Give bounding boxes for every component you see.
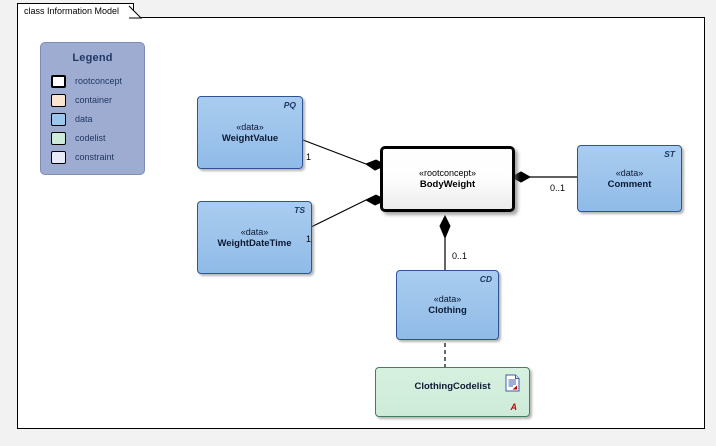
legend-label-container: container xyxy=(75,95,113,105)
legend-item-container: container xyxy=(51,91,144,109)
legend-item-codelist: codelist xyxy=(51,129,144,147)
stereotype-bodyweight: «rootconcept» xyxy=(418,168,477,178)
document-note-icon xyxy=(505,374,520,392)
multiplicity-weightvalue: 1 xyxy=(306,152,312,162)
type-tag-weightdatetime: TS xyxy=(294,205,305,215)
multiplicity-weightdatetime: 1 xyxy=(306,234,312,244)
stereotype-comment: «data» xyxy=(615,167,644,178)
legend-label-rootconcept: rootconcept xyxy=(75,76,123,86)
legend-swatch-container-icon xyxy=(51,93,66,107)
legend-item-constraint: constraint xyxy=(51,148,144,166)
class-name-clothingcodelist: ClothingCodelist xyxy=(414,381,491,393)
legend-item-rootconcept: rootconcept xyxy=(51,72,144,90)
type-tag-weightvalue: PQ xyxy=(283,100,296,110)
class-name-weightvalue: WeightValue xyxy=(221,132,279,144)
class-name-comment: Comment xyxy=(607,178,652,190)
legend-item-list: rootconcept container data codelist cons… xyxy=(41,72,144,166)
class-node-weightvalue[interactable]: PQ «data» WeightValue xyxy=(197,96,303,169)
legend-panel: Legend rootconcept container data codeli… xyxy=(40,42,145,175)
stereotype-weightdatetime: «data» xyxy=(240,226,269,237)
class-node-weightdatetime[interactable]: TS «data» WeightDateTime xyxy=(197,201,312,274)
stereotype-clothing: «data» xyxy=(433,294,462,304)
class-node-bodyweight[interactable]: «rootconcept» BodyWeight xyxy=(380,146,515,212)
legend-swatch-data-icon xyxy=(51,112,66,126)
class-node-comment[interactable]: ST «data» Comment xyxy=(577,145,682,212)
class-name-bodyweight: BodyWeight xyxy=(419,179,476,190)
diagram-title-tab: class Information Model xyxy=(17,3,135,18)
class-node-clothingcodelist[interactable]: ClothingCodelist A xyxy=(375,367,530,417)
diagram-title-label: class Information Model xyxy=(24,6,120,16)
legend-label-data: data xyxy=(75,114,93,124)
legend-swatch-constraint-icon xyxy=(51,150,66,164)
legend-swatch-rootconcept-icon xyxy=(51,74,66,88)
multiplicity-clothing: 0..1 xyxy=(452,251,468,261)
type-tag-clothing: CD xyxy=(479,274,492,284)
type-tag-comment: ST xyxy=(664,149,675,159)
legend-label-codelist: codelist xyxy=(75,133,106,143)
legend-label-constraint: constraint xyxy=(75,152,115,162)
legend-title: Legend xyxy=(72,52,113,64)
stereotype-weightvalue: «data» xyxy=(236,121,264,132)
legend-item-data: data xyxy=(51,110,144,128)
class-name-clothing: Clothing xyxy=(428,305,467,316)
class-node-clothing[interactable]: CD «data» Clothing xyxy=(396,270,499,340)
class-name-weightdatetime: WeightDateTime xyxy=(217,237,292,249)
legend-swatch-codelist-icon xyxy=(51,131,66,145)
multiplicity-comment: 0..1 xyxy=(550,183,566,193)
annotation-marker-icon: A xyxy=(510,402,518,412)
